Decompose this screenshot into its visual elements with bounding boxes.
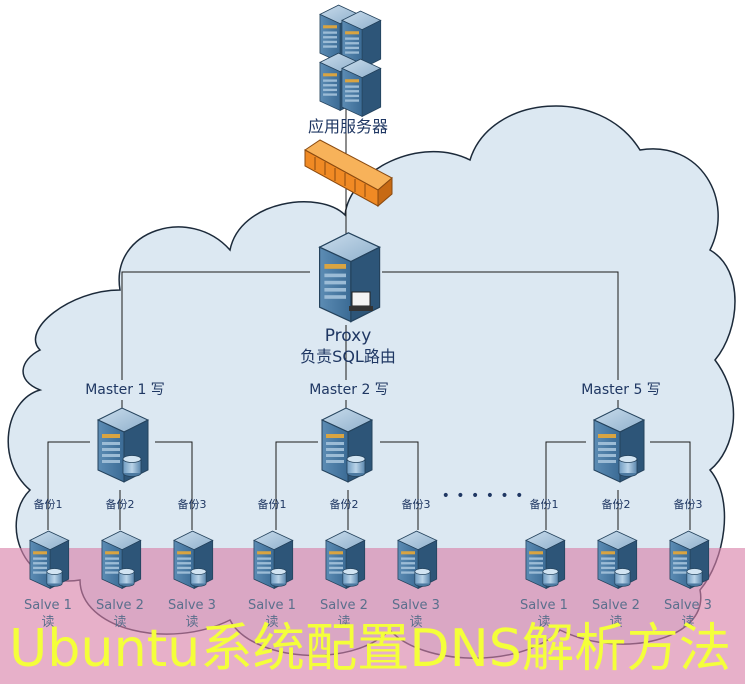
slave-role: 读 — [681, 615, 694, 630]
slave-name: Salve 3 — [392, 598, 440, 613]
slave-role: 读 — [41, 615, 54, 630]
database-icon — [614, 568, 631, 587]
slave-role: 读 — [537, 615, 550, 630]
slave-node: Salve 2 读 — [320, 530, 368, 630]
slave-role: 读 — [409, 615, 422, 630]
database-icon — [118, 568, 135, 587]
backup-tag: 备份3 — [402, 497, 431, 511]
backup-tag: 备份3 — [674, 497, 703, 511]
database-icon — [270, 568, 287, 587]
slave-node: Salve 1 读 — [248, 530, 296, 630]
app-server-stack-icon — [319, 4, 382, 117]
backup-tag: 备份2 — [106, 497, 135, 511]
slave-role: 读 — [609, 615, 622, 630]
slave-name: Salve 2 — [592, 598, 640, 613]
database-icon — [542, 568, 559, 587]
database-icon — [342, 568, 359, 587]
proxy-server-icon — [318, 232, 381, 323]
banner-title: Ubuntu系统配置DNS解析方法 — [9, 619, 731, 679]
backup-tag: 备份2 — [330, 497, 359, 511]
slave-node: Salve 2 读 — [96, 530, 144, 630]
slave-name: Salve 2 — [96, 598, 144, 613]
more-masters-ellipsis: • • • • • • — [442, 488, 525, 504]
slave-role: 读 — [185, 615, 198, 630]
app-server-label: 应用服务器 — [308, 117, 388, 136]
slave-name: Salve 1 — [520, 598, 568, 613]
slave-name: Salve 3 — [664, 598, 712, 613]
slave-role: 读 — [265, 615, 278, 630]
slaves-group: Salve 1 读 Salve 2 读 Salve 3 读 Salve 1 读 Salve 2 读… — [24, 530, 712, 630]
slave-name: Salve 3 — [168, 598, 216, 613]
master-label: Master 2 写 — [309, 382, 389, 398]
slave-node: Salve 3 读 — [168, 530, 216, 630]
proxy-name: Proxy — [325, 326, 372, 346]
slave-role: 读 — [113, 615, 126, 630]
connector-lines — [47, 100, 691, 530]
database-icon — [190, 568, 207, 587]
database-icon — [414, 568, 431, 587]
slave-node: Salve 1 读 — [24, 530, 72, 630]
backup-tag: 备份1 — [34, 497, 63, 511]
slave-node: Salve 3 读 — [392, 530, 440, 630]
slave-node: Salve 3 读 — [664, 530, 712, 630]
database-icon — [346, 455, 366, 477]
backup-tag: 备份3 — [178, 497, 207, 511]
firewall-icon — [304, 139, 393, 208]
master-label: Master 5 写 — [581, 382, 661, 398]
database-icon — [46, 568, 63, 587]
slave-name: Salve 1 — [24, 598, 72, 613]
slave-name: Salve 2 — [320, 598, 368, 613]
database-icon — [686, 568, 703, 587]
backup-tag: 备份1 — [530, 497, 559, 511]
slave-node: Salve 2 读 — [592, 530, 640, 630]
database-icon — [122, 455, 142, 477]
backup-tag: 备份2 — [602, 497, 631, 511]
slave-role: 读 — [337, 615, 350, 630]
master-label: Master 1 写 — [85, 382, 165, 398]
proxy-role: 负责SQL路由 — [300, 347, 396, 366]
slave-node: Salve 1 读 — [520, 530, 568, 630]
database-icon — [618, 455, 638, 477]
backup-tag: 备份1 — [258, 497, 287, 511]
slave-name: Salve 1 — [248, 598, 296, 613]
